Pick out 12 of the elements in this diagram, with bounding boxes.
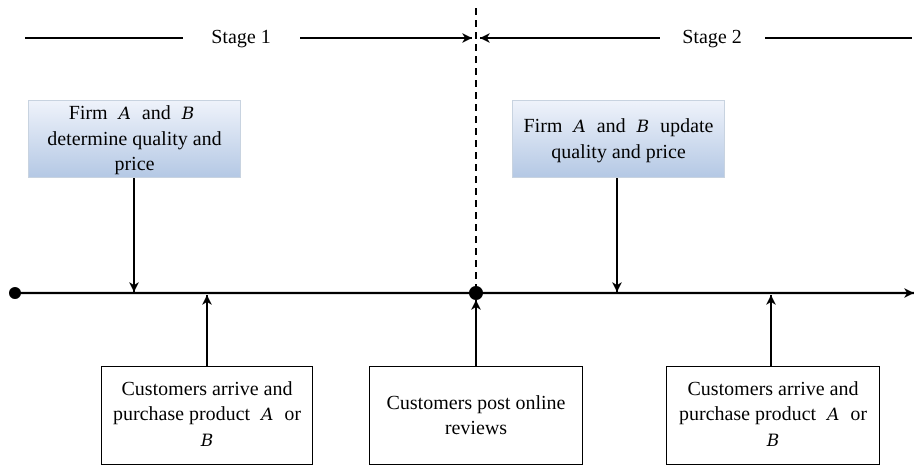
stage-label: Stage 2 bbox=[682, 25, 742, 49]
event-box: Customers post online reviews bbox=[369, 366, 583, 465]
process-box: Firm A and B determine quality and price bbox=[28, 100, 241, 178]
event-box: Customers arrive and purchase product A or B bbox=[101, 366, 313, 465]
stage-label: Stage 1 bbox=[211, 25, 271, 49]
arrow bbox=[766, 295, 776, 366]
arrow bbox=[202, 295, 212, 366]
event-box: Customers arrive and purchase product A or B bbox=[666, 366, 880, 465]
arrow bbox=[129, 178, 139, 292]
arrow bbox=[612, 178, 622, 292]
process-box: Firm A and B update quality and price bbox=[512, 100, 725, 178]
arrow bbox=[471, 300, 481, 366]
